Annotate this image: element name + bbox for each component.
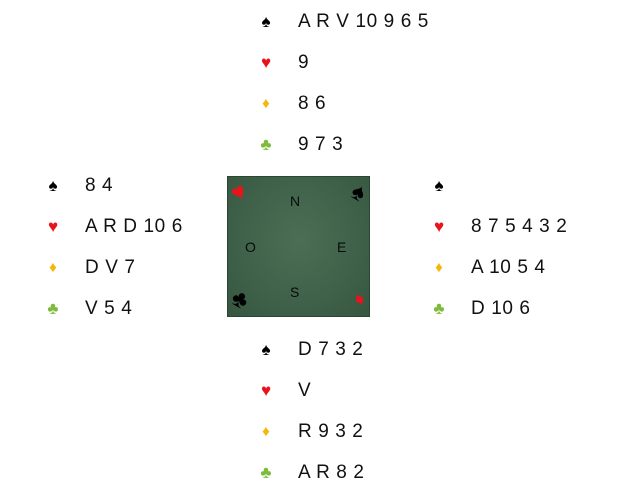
south-hearts-cards: V [298, 380, 312, 401]
compass-east: E [337, 239, 347, 255]
spade-icon: ♠ [261, 340, 271, 359]
diamond-icon: ♦ [435, 259, 443, 276]
diamond-icon: ♦ [262, 423, 270, 440]
spade-icon: ♠ [48, 176, 58, 195]
north-hearts-cards: 9 [298, 52, 310, 73]
south-spades-cards: D 7 3 2 [298, 339, 364, 360]
diamond-icon: ♦ [49, 259, 57, 276]
heart-icon: ♥ [47, 217, 59, 236]
heart-icon: ♥ [260, 381, 272, 400]
club-icon: ♣ [47, 299, 59, 318]
club-icon: ♣ [260, 135, 272, 154]
club-icon: ♣ [433, 299, 445, 318]
bridge-table: ♥ ♠ ♣ ♦ N O E S [225, 176, 372, 317]
compass-west: O [245, 239, 256, 255]
club-icon: ♣ [226, 283, 254, 316]
compass-north: N [290, 193, 301, 209]
heart-icon: ♥ [260, 53, 272, 72]
west-diamonds-cards: D V 7 [85, 257, 136, 278]
spade-icon: ♠ [346, 177, 372, 208]
south-clubs-cards: A R 8 2 [298, 462, 365, 483]
heart-icon: ♥ [433, 217, 445, 236]
heart-icon: ♥ [225, 177, 252, 208]
diamond-icon: ♦ [262, 95, 270, 112]
west-spades-cards: 8 4 [85, 175, 114, 196]
spade-icon: ♠ [434, 176, 444, 195]
east-diamonds-cards: A 10 5 4 [471, 257, 546, 278]
club-icon: ♣ [260, 463, 272, 482]
east-hearts-cards: 8 7 5 4 3 2 [471, 216, 568, 237]
west-hearts-cards: A R D 10 6 [85, 216, 183, 237]
west-clubs-cards: V 5 4 [85, 298, 133, 319]
compass-south: S [290, 284, 300, 300]
north-spades-cards: A R V 10 9 6 5 [298, 11, 429, 32]
east-clubs-cards: D 10 6 [471, 298, 531, 319]
north-clubs-cards: 9 7 3 [298, 134, 344, 155]
south-diamonds-cards: R 9 3 2 [298, 421, 364, 442]
diamond-icon: ♦ [350, 288, 370, 312]
spade-icon: ♠ [261, 12, 271, 31]
north-diamonds-cards: 8 6 [298, 93, 327, 114]
